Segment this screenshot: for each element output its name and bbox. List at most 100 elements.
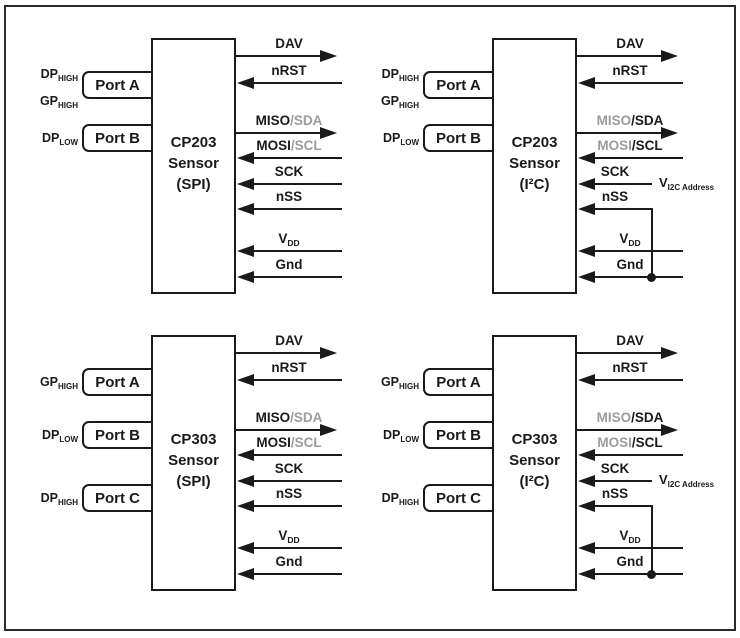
port-label: Port A (436, 76, 481, 94)
signal-label: nSS (581, 486, 649, 504)
port-label: Port A (95, 373, 140, 391)
signal-label: SCK (240, 164, 338, 182)
signal-wire (577, 429, 662, 431)
signal-label: MOSI/SCL (240, 138, 338, 156)
signal-label-part: DAV (616, 333, 644, 348)
arrow-right-icon (661, 424, 678, 436)
signal-wire (236, 132, 321, 134)
signal-wire (594, 82, 683, 84)
signal-label-part: V (619, 231, 629, 246)
pin-name-subscript: LOW (400, 138, 419, 147)
pin-labels: DPHIGH GPHIGH (0, 63, 78, 117)
signal-label-part: /SDA (631, 113, 664, 128)
pin-name-subscript: HIGH (58, 382, 78, 391)
pin-label: DPLOW (0, 127, 78, 154)
signal-wire (594, 183, 652, 185)
signal-label: nSS (240, 486, 338, 504)
signal-wire (236, 352, 321, 354)
arrow-left-icon (578, 178, 595, 190)
port-box: Port C (82, 484, 153, 512)
signal-label-part: MISO (255, 113, 291, 128)
signal-label-part: SCK (274, 461, 304, 476)
port-label: Port A (95, 76, 140, 94)
signal-wire (594, 379, 683, 381)
pin-labels: DPLOW (0, 127, 78, 154)
arrow-right-icon (661, 347, 678, 359)
block-title-line: (I²C) (519, 473, 550, 490)
signal-wire (594, 573, 683, 575)
signal-label-part: nRST (271, 63, 307, 78)
pin-label: DPHIGH (0, 487, 78, 514)
signal-label-part: /SCL (290, 435, 322, 450)
arrow-left-icon (578, 568, 595, 580)
signal-wire (253, 505, 342, 507)
arrow-left-icon (237, 542, 254, 554)
pin-labels: DPHIGH (341, 487, 419, 514)
i2c-address-label: VI2C Address (659, 175, 714, 192)
sensor-block-cp203-spi (151, 38, 236, 294)
signal-label-part: /SDA (290, 113, 323, 128)
signal-label: Gnd (240, 257, 338, 275)
pin-labels: DPHIGH (0, 487, 78, 514)
port-box: Port B (82, 421, 153, 449)
pin-name-subscript: HIGH (58, 101, 78, 110)
i2c-address-subscript: I2C Address (667, 480, 715, 489)
pin-name-subscript: HIGH (58, 498, 78, 507)
signal-label: MISO/SDA (581, 410, 679, 428)
port-label: Port C (436, 489, 481, 507)
signal-label: nSS (581, 189, 649, 207)
pin-name: GP (380, 375, 399, 389)
signal-label-part: MOSI (256, 138, 291, 153)
block-title-line: CP303 (511, 431, 558, 448)
signal-label-part: Gnd (616, 554, 644, 569)
junction-dot (647, 570, 656, 579)
pin-label: GPHIGH (0, 371, 78, 398)
signal-label: DAV (581, 333, 679, 351)
signal-label-part: nRST (612, 63, 648, 78)
sensor-block-cp303-spi (151, 335, 236, 591)
pin-name: DP (381, 67, 399, 81)
pin-name: DP (40, 491, 58, 505)
arrow-left-icon (578, 449, 595, 461)
pin-label: GPHIGH (341, 90, 419, 117)
signal-label-part: nSS (601, 486, 629, 501)
signal-wire (594, 157, 683, 159)
signal-label: nRST (581, 63, 679, 81)
signal-label-part: V (619, 528, 629, 543)
signal-label-part: V (278, 528, 288, 543)
pin-name: GP (39, 94, 58, 108)
block-title-line: Sensor (168, 155, 219, 172)
signal-label: MOSI/SCL (581, 435, 679, 453)
signal-label: DAV (240, 333, 338, 351)
signal-wire (253, 82, 342, 84)
signal-wire (594, 276, 683, 278)
signal-label-part: Gnd (616, 257, 644, 272)
port-label: Port A (436, 373, 481, 391)
arrow-left-icon (578, 152, 595, 164)
arrow-right-icon (320, 424, 337, 436)
pin-label: DPHIGH (0, 63, 78, 90)
signal-label-part: SCK (274, 164, 304, 179)
block-title-line: (SPI) (176, 473, 211, 490)
signal-label: MISO/SDA (581, 113, 679, 131)
signal-wire (594, 250, 683, 252)
signal-label-part: Gnd (275, 257, 303, 272)
i2c-address-base: V (659, 472, 668, 487)
signal-label-part: SCK (600, 164, 630, 179)
block-title-line: Sensor (509, 155, 560, 172)
port-box: Port B (82, 124, 153, 152)
signal-wire (594, 208, 652, 210)
arrow-left-icon (237, 475, 254, 487)
signal-label-part: MOSI (256, 435, 291, 450)
signal-wire (236, 55, 321, 57)
pin-labels: GPHIGH (0, 371, 78, 398)
i2c-address-label: VI2C Address (659, 472, 714, 489)
port-box: Port B (423, 421, 494, 449)
signal-wire (577, 55, 662, 57)
signal-label: VDD (581, 231, 679, 249)
signal-label: MOSI/SCL (240, 435, 338, 453)
signal-wire (577, 352, 662, 354)
diagram-border (4, 5, 736, 631)
